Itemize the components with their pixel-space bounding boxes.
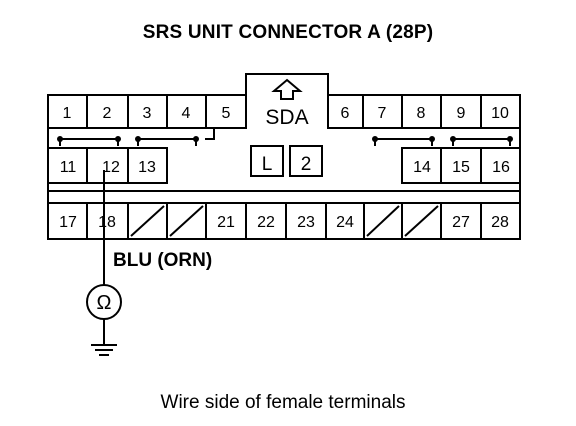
terminal-11: 11 (60, 159, 77, 176)
terminal-5: 5 (222, 105, 231, 122)
terminal-6: 6 (341, 105, 350, 122)
terminal-13: 13 (138, 159, 156, 176)
empty-cavity (130, 205, 165, 237)
terminal-28: 28 (491, 214, 509, 231)
ground-icon (91, 344, 117, 356)
terminal-16: 16 (492, 159, 510, 176)
marker-l: L (262, 154, 273, 175)
empty-cavity (404, 205, 439, 237)
terminal-3: 3 (143, 105, 152, 122)
marker-2-box (289, 145, 323, 177)
empty-cavity (169, 205, 204, 237)
terminal-24: 24 (336, 214, 354, 231)
marker-l-box (250, 145, 284, 177)
shorting-bar (374, 138, 433, 146)
sda-label: SDA (265, 106, 308, 129)
shorting-bar (59, 138, 119, 146)
terminal-8: 8 (417, 105, 426, 122)
up-arrow-icon (271, 78, 303, 100)
terminal-18: 18 (98, 214, 116, 231)
terminal-21: 21 (217, 214, 235, 231)
diagram-caption: Wire side of female terminals (160, 392, 406, 413)
terminal-2: 2 (103, 105, 112, 122)
shorting-bar (452, 138, 511, 146)
terminal-7: 7 (378, 105, 387, 122)
shorting-bar (205, 128, 215, 140)
terminal-4: 4 (182, 105, 191, 122)
diagram-title: SRS UNIT CONNECTOR A (28P) (142, 22, 434, 43)
shorting-bar (137, 138, 197, 146)
wire-color-label: BLU (ORN) (113, 250, 213, 271)
empty-cavity (366, 205, 400, 237)
marker-2: 2 (301, 154, 312, 175)
terminal-15: 15 (452, 159, 470, 176)
terminal-10: 10 (491, 105, 509, 122)
terminal-12: 12 (102, 159, 120, 176)
terminal-22: 22 (257, 214, 275, 231)
terminal-1: 1 (63, 105, 72, 122)
terminal-27: 27 (452, 214, 470, 231)
terminal-14: 14 (413, 159, 431, 176)
terminal-9: 9 (457, 105, 466, 122)
terminal-17: 17 (59, 214, 77, 231)
terminal-23: 23 (297, 214, 315, 231)
ohm-symbol: Ω (97, 292, 112, 314)
